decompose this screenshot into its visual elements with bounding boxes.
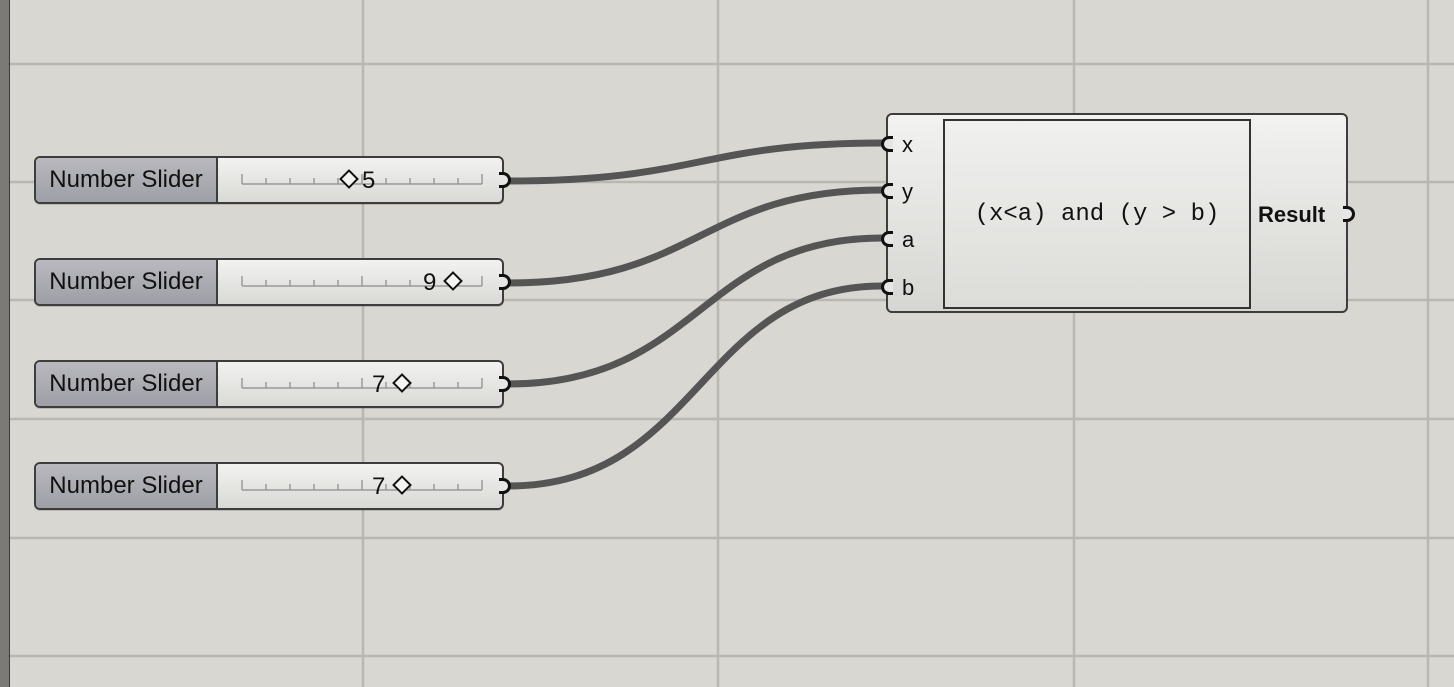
slider-track[interactable]: 9 xyxy=(220,260,502,304)
output-port-result[interactable] xyxy=(1343,206,1355,222)
input-port-x[interactable] xyxy=(881,136,893,152)
slider-label: Number Slider xyxy=(36,362,218,406)
slider-track[interactable]: 7 xyxy=(220,464,502,508)
slider-value: 7 xyxy=(372,371,386,398)
slider-value: 9 xyxy=(423,269,437,296)
expression-text[interactable]: (x<a) and (y > b) xyxy=(943,119,1251,309)
slider-track[interactable]: 5 xyxy=(220,158,502,202)
slider-output-port[interactable] xyxy=(499,274,511,290)
wire-slider2-y xyxy=(504,186,886,287)
slider-value: 5 xyxy=(362,167,376,194)
slider-label: Number Slider xyxy=(36,158,218,202)
input-label-x: x xyxy=(902,132,913,157)
slider-output-port[interactable] xyxy=(499,478,511,494)
number-slider-3[interactable]: Number Slider 7 xyxy=(34,360,511,408)
canvas-left-border xyxy=(0,0,10,687)
input-label-b: b xyxy=(902,275,915,300)
slider-ticks xyxy=(241,276,483,287)
input-label-y: y xyxy=(902,179,913,204)
slider-track[interactable]: 7 xyxy=(220,362,502,406)
slider-ticks xyxy=(241,174,483,185)
wire-slider3-a xyxy=(504,234,886,388)
number-slider-2[interactable]: Number Slider 9 xyxy=(34,258,511,306)
slider-output-port[interactable] xyxy=(499,376,511,392)
slider-value: 7 xyxy=(372,473,386,500)
number-slider-4[interactable]: Number Slider 7 xyxy=(34,462,511,510)
slider-ticks xyxy=(241,378,483,389)
input-label-a: a xyxy=(902,227,915,252)
wire-slider4-b xyxy=(504,282,886,490)
input-port-a[interactable] xyxy=(881,231,893,247)
number-slider-1[interactable]: Number Slider 5 xyxy=(34,156,511,204)
expression-component[interactable]: x y a b (x<a) and (y > b) Result xyxy=(881,113,1355,313)
wire-slider1-x xyxy=(504,139,886,185)
output-label-result: Result xyxy=(1258,202,1326,227)
slider-label: Number Slider xyxy=(36,260,218,304)
input-port-y[interactable] xyxy=(881,183,893,199)
slider-output-port[interactable] xyxy=(499,172,511,188)
slider-label: Number Slider xyxy=(36,464,218,508)
input-port-b[interactable] xyxy=(881,279,893,295)
slider-ticks xyxy=(241,480,483,491)
